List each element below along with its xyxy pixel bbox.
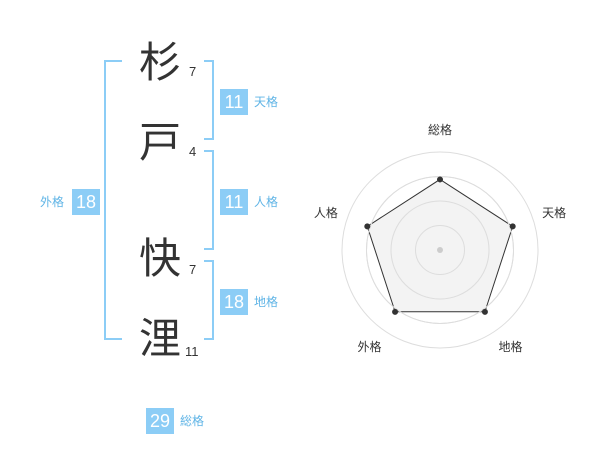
tenkaku-bracket	[204, 60, 214, 140]
radar-axis-label: 天格	[542, 205, 566, 220]
radar-axis-label: 人格	[314, 205, 338, 220]
gaikaku-bracket	[104, 60, 122, 340]
stroke-count-2: 4	[189, 144, 197, 159]
name-char-4: 浬	[138, 314, 181, 363]
radar-axis-label: 外格	[357, 339, 381, 354]
radar-point	[437, 176, 443, 183]
radar-polygon	[366, 178, 514, 313]
radar-axis-label: 地格	[499, 339, 523, 354]
chikaku-label: 地格	[254, 295, 279, 309]
radar-point	[392, 308, 399, 315]
radar-point	[364, 223, 371, 230]
name-char-3: 快	[138, 234, 181, 283]
gaikaku-label: 外格	[40, 195, 65, 209]
radar-ring-inner	[415, 225, 465, 275]
radar-point	[481, 308, 488, 315]
tenkaku-label: 天格	[254, 95, 279, 109]
chikaku-bracket	[204, 260, 214, 340]
stroke-count-3: 7	[189, 262, 197, 277]
jinkaku-badge: 11	[220, 189, 248, 215]
stroke-count-1: 7	[189, 64, 197, 79]
radar-ring-inner	[390, 200, 490, 300]
soukaku-badge: 29	[146, 408, 174, 434]
tenkaku-badge: 11	[220, 89, 248, 115]
stroke-count-4: 11	[185, 344, 199, 359]
radar-axis-label: 総格	[428, 122, 452, 137]
soukaku-label: 総格	[180, 414, 205, 428]
radar-point	[509, 223, 516, 230]
radar-center-dot	[437, 247, 443, 253]
jinkaku-label: 人格	[254, 195, 279, 209]
gaikaku-badge: 18	[72, 189, 100, 215]
jinkaku-bracket	[204, 150, 214, 250]
name-char-2: 戸	[138, 118, 181, 167]
name-char-1: 杉	[138, 38, 181, 87]
chikaku-badge: 18	[220, 289, 248, 315]
radar-ring	[341, 151, 539, 349]
